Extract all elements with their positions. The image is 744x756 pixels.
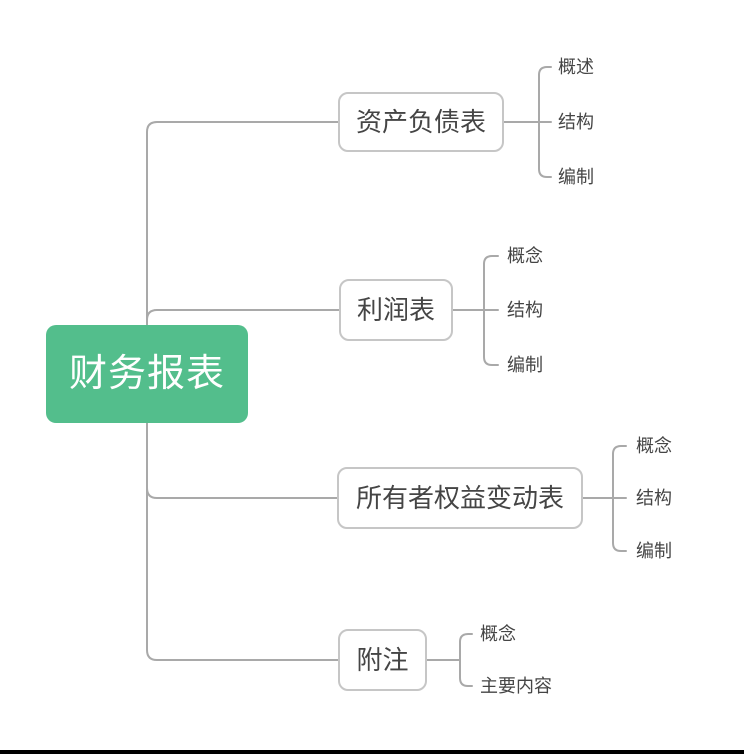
subtopic-balance-preparation[interactable]: 编制 <box>558 167 594 187</box>
root-topic-financial-statements[interactable]: 财务报表 <box>46 325 248 423</box>
connector-branch-income <box>146 309 340 321</box>
subtopic-balance-structure[interactable]: 结构 <box>558 112 594 132</box>
subtopic-equity-preparation[interactable]: 编制 <box>636 541 672 561</box>
connector-income-children <box>483 255 499 366</box>
connector-equity-children <box>612 445 627 552</box>
subtopic-income-preparation[interactable]: 编制 <box>507 355 543 375</box>
subtopic-equity-structure[interactable]: 结构 <box>636 488 672 508</box>
connector-notes-children <box>459 633 473 687</box>
branch-topic-income-statement[interactable]: 利润表 <box>339 279 453 341</box>
subtopic-notes-main-content[interactable]: 主要内容 <box>480 676 552 696</box>
connector-branch-equity <box>146 487 338 499</box>
branch-topic-equity-changes[interactable]: 所有者权益变动表 <box>337 467 583 529</box>
subtopic-income-structure[interactable]: 结构 <box>507 300 543 320</box>
subtopic-income-concept[interactable]: 概念 <box>507 246 543 266</box>
subtopic-equity-concept[interactable]: 概念 <box>636 436 672 456</box>
window-bottom-edge <box>0 750 744 754</box>
subtopic-balance-overview[interactable]: 概述 <box>558 57 594 77</box>
connector-balance-children <box>538 66 552 178</box>
subtopic-notes-concept[interactable]: 概念 <box>480 624 516 644</box>
branch-topic-balance-sheet[interactable]: 资产负债表 <box>338 92 504 152</box>
branch-topic-notes[interactable]: 附注 <box>338 629 427 691</box>
